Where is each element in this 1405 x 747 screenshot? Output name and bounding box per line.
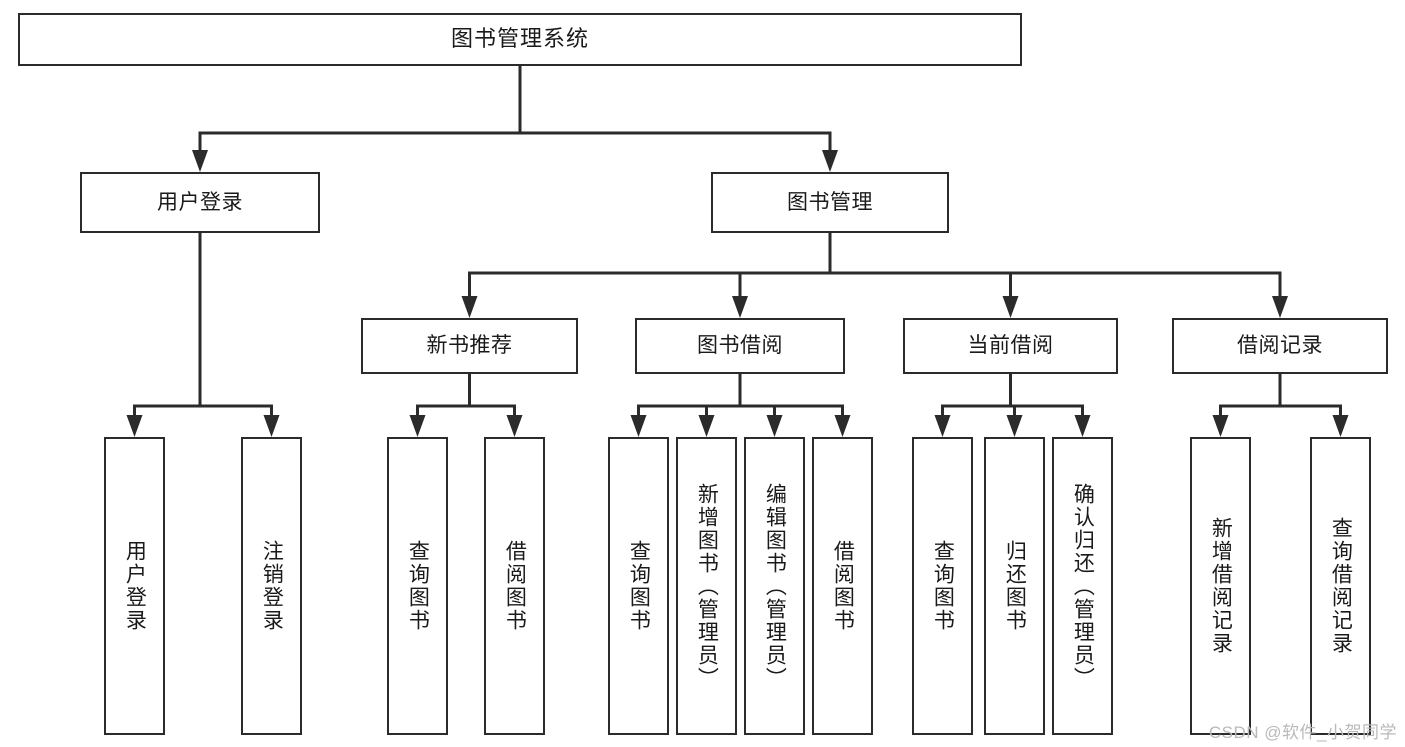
arrowhead-leaf-query-book-3 [934, 415, 951, 437]
node-leaf-query-book-3[interactable]: 查询图书 [912, 437, 973, 735]
node-leaf-add-book[interactable]: 新增图书（管理员） [676, 437, 737, 735]
arrowhead-leaf-logout [263, 415, 280, 437]
arrowhead-leaf-query-record [1332, 415, 1349, 437]
node-label: 查询图书 [627, 540, 651, 632]
node-new-book-rec[interactable]: 新书推荐 [361, 318, 578, 374]
node-label: 新书推荐 [426, 334, 513, 358]
node-root[interactable]: 图书管理系统 [18, 13, 1022, 66]
node-leaf-query-book-2[interactable]: 查询图书 [608, 437, 669, 735]
node-label: 用户登录 [157, 190, 243, 214]
node-label: 确认归还（管理员） [1071, 482, 1095, 690]
node-label: 借阅图书 [831, 540, 855, 632]
arrowhead-current-borrow [1002, 296, 1019, 318]
node-label: 当前借阅 [967, 334, 1054, 358]
node-label: 新增图书（管理员） [695, 482, 719, 690]
arrowhead-leaf-return-book [1006, 415, 1023, 437]
node-label: 图书管理 [787, 190, 873, 214]
node-label: 用户登录 [123, 540, 147, 632]
node-leaf-query-book-1[interactable]: 查询图书 [387, 437, 448, 735]
arrowhead-login [192, 150, 208, 172]
node-current-borrow[interactable]: 当前借阅 [903, 318, 1118, 374]
node-label: 注销登录 [260, 540, 284, 632]
arrowhead-new-book-rec [461, 296, 478, 318]
node-leaf-borrow-book-2[interactable]: 借阅图书 [812, 437, 873, 735]
arrowhead-leaf-add-record [1212, 415, 1229, 437]
node-login[interactable]: 用户登录 [80, 172, 320, 233]
node-book-mgmt[interactable]: 图书管理 [711, 172, 949, 233]
node-label: 图书借阅 [697, 334, 783, 358]
node-leaf-borrow-book-1[interactable]: 借阅图书 [484, 437, 545, 735]
arrowhead-borrow-record [1272, 296, 1288, 318]
node-leaf-logout[interactable]: 注销登录 [241, 437, 302, 735]
node-book-borrow[interactable]: 图书借阅 [635, 318, 845, 374]
node-label: 新增借阅记录 [1209, 517, 1233, 655]
arrowhead-leaf-query-book-1 [409, 415, 426, 437]
node-label: 查询图书 [406, 540, 430, 632]
arrowhead-leaf-borrow-book-2 [834, 415, 851, 437]
arrowhead-book-borrow [732, 296, 748, 318]
arrowhead-leaf-confirm-return [1074, 415, 1091, 437]
arrowhead-leaf-borrow-book-1 [506, 415, 523, 437]
node-leaf-edit-book[interactable]: 编辑图书（管理员） [744, 437, 805, 735]
watermark-text: CSDN @软件_小贺同学 [1208, 723, 1397, 742]
node-leaf-user-login[interactable]: 用户登录 [104, 437, 165, 735]
node-label: 借阅图书 [503, 540, 527, 632]
node-label: 借阅记录 [1237, 334, 1323, 358]
node-label: 查询图书 [931, 540, 955, 632]
node-label: 查询借阅记录 [1329, 517, 1353, 655]
node-leaf-return-book[interactable]: 归还图书 [984, 437, 1045, 735]
node-label: 归还图书 [1003, 540, 1027, 632]
arrowhead-leaf-user-login [126, 415, 143, 437]
node-borrow-record[interactable]: 借阅记录 [1172, 318, 1388, 374]
arrowhead-leaf-query-book-2 [630, 415, 647, 437]
arrowhead-book-mgmt [822, 150, 838, 172]
node-label: 图书管理系统 [450, 26, 589, 52]
arrowhead-leaf-add-book [698, 415, 715, 437]
arrowhead-leaf-edit-book [766, 415, 783, 437]
node-leaf-add-record[interactable]: 新增借阅记录 [1190, 437, 1251, 735]
node-leaf-confirm-return[interactable]: 确认归还（管理员） [1052, 437, 1113, 735]
node-label: 编辑图书（管理员） [763, 482, 787, 690]
node-leaf-query-record[interactable]: 查询借阅记录 [1310, 437, 1371, 735]
